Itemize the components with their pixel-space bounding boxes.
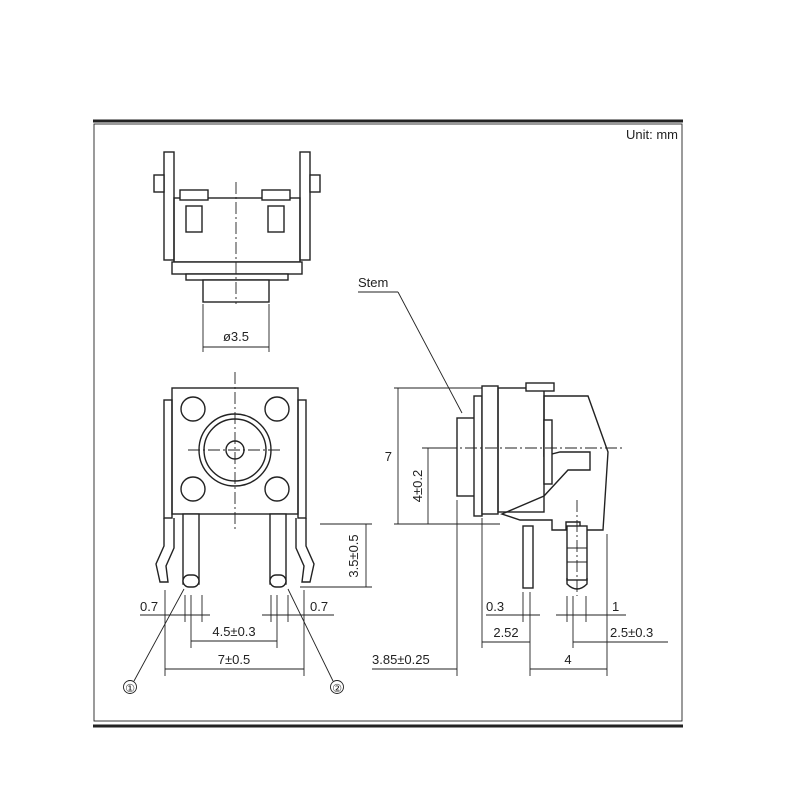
callout-pin-2: ② bbox=[332, 683, 342, 695]
top-left-pad bbox=[179, 189, 209, 201]
top-view: ø3.5 bbox=[153, 151, 321, 352]
dim-height-total: 7 bbox=[385, 449, 392, 464]
dim-pin-pitch: 4.5±0.3 bbox=[212, 624, 255, 639]
dim-lead-left: 0.7 bbox=[140, 599, 158, 614]
side-body bbox=[497, 387, 545, 513]
top-left-bracket bbox=[163, 151, 175, 261]
front-hole-bl bbox=[180, 476, 206, 502]
dim-side-c: 2.52 bbox=[493, 625, 518, 640]
unit-label: Unit: mm bbox=[626, 127, 678, 142]
top-right-pad bbox=[261, 189, 291, 201]
dim-side-f: 4 bbox=[564, 652, 571, 667]
dim-lead-right: 0.7 bbox=[310, 599, 328, 614]
top-left-tab bbox=[153, 174, 165, 193]
stem-label: Stem bbox=[358, 275, 388, 290]
front-view: 3.5±0.5 0.7 0.7 4.5±0.3 7±0.5 ① ② bbox=[123, 372, 372, 695]
side-stem-flange bbox=[473, 395, 483, 517]
side-pin-a bbox=[522, 525, 534, 589]
front-right-lead bbox=[295, 518, 315, 583]
front-hole-tl bbox=[180, 396, 206, 422]
callout-pin-1: ① bbox=[125, 683, 135, 695]
dim-top-dia: ø3.5 bbox=[223, 329, 249, 344]
top-right-tab bbox=[309, 174, 321, 193]
dim-height-body: 4±0.2 bbox=[410, 470, 425, 502]
dim-side-a: 0.3 bbox=[486, 599, 504, 614]
callout-leader-2 bbox=[287, 588, 334, 682]
side-view: Stem 7 4±0.2 0.3 1 2.52 2.5±0.3 3.85±0.2… bbox=[358, 275, 668, 676]
dim-side-b: 1 bbox=[612, 599, 619, 614]
front-right-bracket bbox=[297, 399, 307, 519]
top-left-terminal bbox=[185, 205, 203, 233]
stem-leader bbox=[397, 291, 463, 414]
front-left-lead bbox=[155, 518, 175, 583]
front-pin-right bbox=[269, 513, 287, 585]
callout-leader-1 bbox=[133, 588, 185, 682]
frame-border bbox=[93, 123, 683, 722]
front-pin-left bbox=[182, 513, 200, 585]
dim-side-d: 2.5±0.3 bbox=[610, 625, 653, 640]
dim-side-e: 3.85±0.25 bbox=[372, 652, 430, 667]
top-right-terminal bbox=[267, 205, 285, 233]
side-bracket bbox=[500, 395, 609, 531]
top-base-lip bbox=[185, 273, 289, 281]
front-hole-br bbox=[264, 476, 290, 502]
front-hole-tr bbox=[264, 396, 290, 422]
dim-width: 7±0.5 bbox=[218, 652, 250, 667]
top-right-bracket bbox=[299, 151, 311, 261]
dim-pin-length: 3.5±0.5 bbox=[346, 534, 361, 577]
top-base bbox=[171, 261, 303, 275]
front-left-bracket bbox=[163, 399, 173, 519]
side-plate bbox=[481, 385, 499, 515]
